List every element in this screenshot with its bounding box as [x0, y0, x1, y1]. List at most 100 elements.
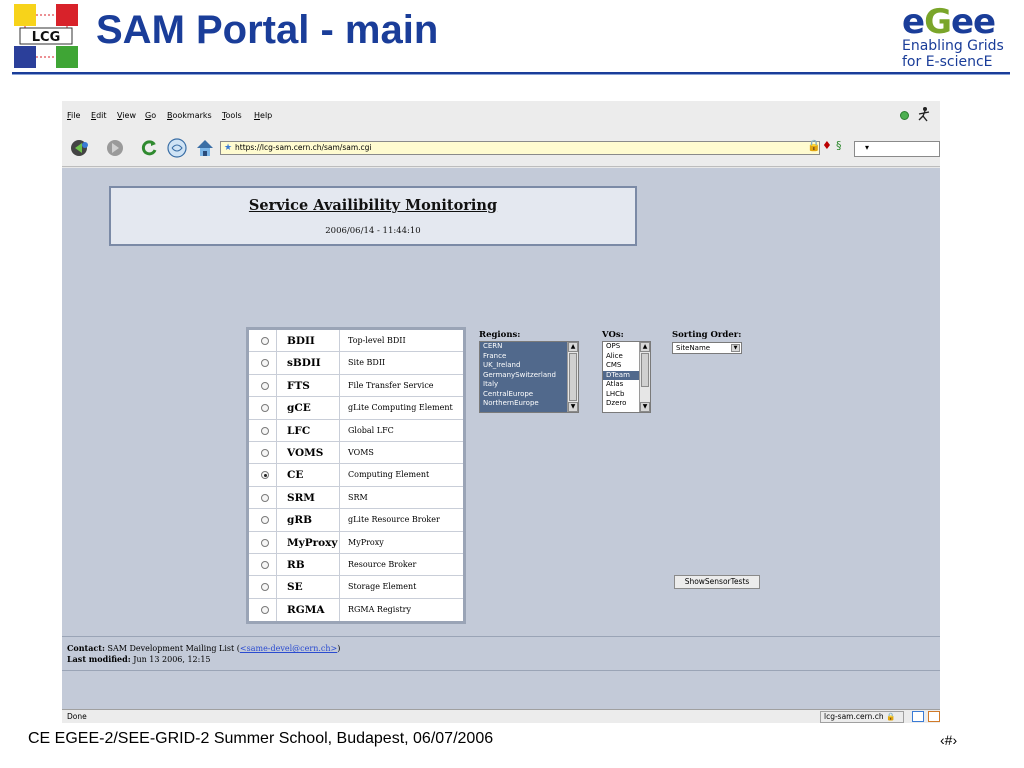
reload-icon[interactable]	[138, 137, 160, 159]
service-radio[interactable]	[261, 538, 269, 547]
window-icon[interactable]	[912, 711, 924, 722]
scroll-up-icon[interactable]: ▲	[568, 342, 578, 352]
list-item[interactable]: DTeam	[603, 370, 650, 380]
header-divider-thin	[12, 74, 1010, 75]
list-item[interactable]: Dzero	[606, 399, 627, 407]
status-bar: Done lcg-sam.cern.ch 🔒	[62, 709, 940, 723]
list-item[interactable]: OPS	[606, 342, 621, 350]
contact-label: Contact:	[67, 643, 105, 653]
slide-number: ‹#›	[940, 732, 958, 748]
service-radio[interactable]	[261, 605, 269, 614]
service-code: SE	[276, 576, 340, 599]
search-dropdown[interactable]: ▾	[854, 141, 940, 157]
service-code: FTS	[276, 374, 340, 398]
scroll-down-icon[interactable]: ▼	[568, 402, 578, 412]
online-status-icon	[900, 111, 909, 120]
service-radio[interactable]	[261, 516, 269, 525]
menu-go[interactable]: Go	[145, 111, 157, 120]
header-divider	[12, 72, 1010, 74]
home-icon[interactable]	[194, 137, 216, 159]
show-sensor-tests-button[interactable]: ShowSensorTests	[674, 575, 760, 589]
list-item[interactable]: CERN	[483, 342, 503, 350]
status-host: lcg-sam.cern.ch 🔒	[820, 711, 904, 723]
service-radio[interactable]	[261, 448, 269, 457]
list-item[interactable]: Alice	[606, 351, 623, 360]
service-radio[interactable]	[261, 426, 269, 435]
service-radio[interactable]	[261, 381, 269, 390]
service-description: Resource Broker	[348, 559, 417, 569]
lcg-logo: LCG	[14, 4, 78, 68]
list-item[interactable]: LHCb	[606, 389, 625, 398]
menu-tools[interactable]: Tools	[222, 111, 242, 120]
service-radio[interactable]	[261, 583, 269, 592]
list-item[interactable]: Italy	[483, 380, 499, 388]
scroll-up-icon[interactable]: ▲	[640, 342, 650, 352]
browser-window: File Edit View Go Bookmarks Tools Help ★	[62, 101, 940, 723]
contact-email-link[interactable]: <same-devel@cern.ch>	[239, 644, 338, 653]
service-code: SRM	[276, 486, 340, 510]
last-modified-value: Jun 13 2006, 12:15	[133, 655, 211, 664]
url-bar[interactable]: ★ https://lcg-sam.cern.ch/sam/sam.cgi	[220, 141, 820, 155]
scroll-thumb[interactable]	[641, 353, 649, 387]
status-text: Done	[67, 712, 87, 721]
service-code: RGMA	[276, 598, 340, 622]
regions-label: Regions:	[479, 330, 521, 340]
egee-logo-line1: Enabling Grids	[902, 38, 1004, 54]
service-radio[interactable]	[261, 359, 269, 368]
service-radio[interactable]	[261, 337, 269, 345]
list-item[interactable]: GermanySwitzerland	[483, 370, 557, 379]
bookmark-star-icon[interactable]: ★	[224, 143, 233, 153]
service-radio[interactable]	[261, 493, 269, 502]
service-radio[interactable]	[261, 404, 269, 413]
service-code: VOMS	[276, 441, 340, 465]
service-code: gRB	[276, 509, 340, 532]
list-item[interactable]: Atlas	[606, 380, 624, 388]
service-radio[interactable]	[261, 471, 269, 480]
service-code: gCE	[276, 397, 340, 420]
menu-view[interactable]: View	[117, 111, 136, 120]
menu-file[interactable]: File	[67, 111, 81, 120]
stop-icon[interactable]	[166, 137, 188, 159]
menu-bar: File Edit View Go Bookmarks Tools Help	[62, 101, 940, 127]
list-item[interactable]: CMS	[606, 361, 622, 369]
padlock-icon: 🔒	[885, 712, 896, 721]
extension-icon[interactable]	[928, 711, 940, 722]
scroll-thumb[interactable]	[569, 353, 577, 401]
service-code: MyProxy	[276, 531, 340, 554]
scroll-down-icon[interactable]: ▼	[640, 402, 650, 412]
service-description: Storage Element	[348, 582, 417, 592]
list-item[interactable]: UK_Ireland	[483, 361, 521, 369]
service-radio[interactable]	[261, 560, 269, 569]
list-item[interactable]: France	[483, 351, 507, 360]
table-row[interactable]: FTS File Transfer Service	[249, 374, 463, 398]
table-row[interactable]: SE Storage Element	[249, 576, 463, 599]
regions-scrollbar[interactable]: ▲ ▼	[567, 342, 578, 412]
service-description: Top-level BDII	[348, 336, 406, 345]
menu-bookmarks[interactable]: Bookmarks	[167, 111, 212, 120]
service-description: Computing Element	[348, 470, 430, 480]
menu-edit[interactable]: Edit	[91, 111, 107, 120]
sorting-order-select[interactable]: SiteName ▼	[672, 342, 742, 354]
vos-scrollbar[interactable]: ▲ ▼	[639, 342, 650, 412]
service-description: File Transfer Service	[348, 380, 434, 390]
chevron-down-icon: ▾	[865, 143, 870, 152]
list-item[interactable]: CentralEurope	[483, 389, 534, 398]
back-icon[interactable]	[68, 137, 90, 159]
egee-logo: eGee Enabling Grids for E-sciencE	[896, 2, 1012, 72]
menu-help[interactable]: Help	[254, 111, 273, 120]
forward-icon[interactable]	[104, 137, 126, 159]
list-item[interactable]: NorthernEurope	[483, 399, 539, 407]
